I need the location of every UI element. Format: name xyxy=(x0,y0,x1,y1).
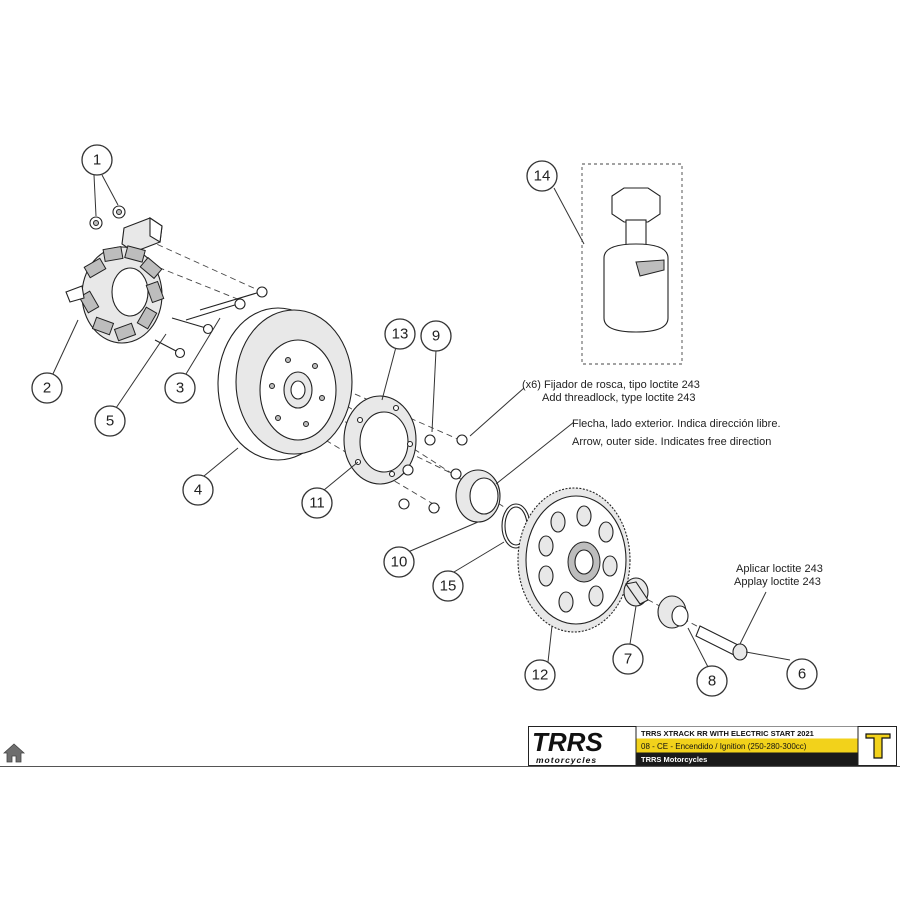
part-2-stator xyxy=(65,245,165,344)
title-block: TRRS motorcycles TRRS XTRACK RR WITH ELE… xyxy=(528,726,897,766)
callout-8-label: 8 xyxy=(708,673,716,690)
callout-10: 10 xyxy=(383,546,415,578)
note-threadlock-en: Add threadlock, type loctite 243 xyxy=(542,392,695,404)
trrs-emblem-icon xyxy=(865,733,891,759)
home-button[interactable] xyxy=(2,742,26,764)
callout-11: 11 xyxy=(301,487,333,519)
callout-3-label: 3 xyxy=(176,380,184,397)
part-12-starter-gear xyxy=(517,487,631,633)
callout-5: 5 xyxy=(94,405,126,437)
part-5-screws xyxy=(154,317,214,359)
note-threadlock-es: (x6) Fijador de rosca, tipo loctite 243 xyxy=(522,379,700,391)
callout-1: 1 xyxy=(81,144,113,176)
section-title: 08 - CE - Encendido / Ignition (250-280-… xyxy=(641,742,807,751)
callout-7-label: 7 xyxy=(624,651,632,668)
part-10-bearing-ring xyxy=(455,469,501,523)
leader-lines xyxy=(51,174,791,668)
callout-10-label: 10 xyxy=(391,554,408,571)
callout-4: 4 xyxy=(182,474,214,506)
callout-15-label: 15 xyxy=(440,578,457,595)
callout-3: 3 xyxy=(164,372,196,404)
part-11-clutch-plate xyxy=(343,395,417,485)
part-8-sleeve xyxy=(657,595,689,629)
part-9-bolts xyxy=(398,434,468,514)
callout-4-label: 4 xyxy=(194,482,202,499)
callout-9-label: 9 xyxy=(432,328,440,345)
home-icon xyxy=(2,743,26,763)
part-3-screws xyxy=(185,286,268,321)
note-loctite-es: Aplicar loctite 243 xyxy=(736,563,823,575)
callout-5-label: 5 xyxy=(106,413,114,430)
part-1-nuts xyxy=(89,205,163,253)
brand-sub: motorcycles xyxy=(536,755,597,765)
callout-15: 15 xyxy=(432,570,464,602)
callout-14-label: 14 xyxy=(534,168,551,185)
footer-divider xyxy=(0,766,900,767)
callout-2: 2 xyxy=(31,372,63,404)
part-7-bushing xyxy=(623,577,649,607)
callout-7: 7 xyxy=(612,643,644,675)
part-4-flywheel xyxy=(217,307,353,461)
note-arrow-es: Flecha, lado exterior. Indica dirección … xyxy=(572,418,781,430)
callout-14: 14 xyxy=(526,160,558,192)
callout-2-label: 2 xyxy=(43,380,51,397)
callout-6-label: 6 xyxy=(798,666,806,683)
callout-13-label: 13 xyxy=(392,326,409,343)
callout-13: 13 xyxy=(384,318,416,350)
callout-1-label: 1 xyxy=(93,152,101,169)
section-bar xyxy=(636,738,858,753)
company-name: TRRS Motorcycles xyxy=(641,755,707,764)
part-6-shaft-bolt xyxy=(695,625,748,661)
callout-11-label: 11 xyxy=(309,495,325,512)
callout-12: 12 xyxy=(524,659,556,691)
note-arrow-en: Arrow, outer side. Indicates free direct… xyxy=(572,436,771,448)
callout-8: 8 xyxy=(696,665,728,697)
callout-9: 9 xyxy=(420,320,452,352)
brand-logo: TRRS xyxy=(532,727,603,757)
model-title: TRRS XTRACK RR WITH ELECTRIC START 2021 xyxy=(641,729,814,738)
company-bar xyxy=(636,752,858,766)
callout-12-label: 12 xyxy=(532,667,549,684)
callout-6: 6 xyxy=(786,658,818,690)
part-14-puller-tool xyxy=(581,163,683,365)
note-loctite-en: Applay loctite 243 xyxy=(734,576,821,588)
